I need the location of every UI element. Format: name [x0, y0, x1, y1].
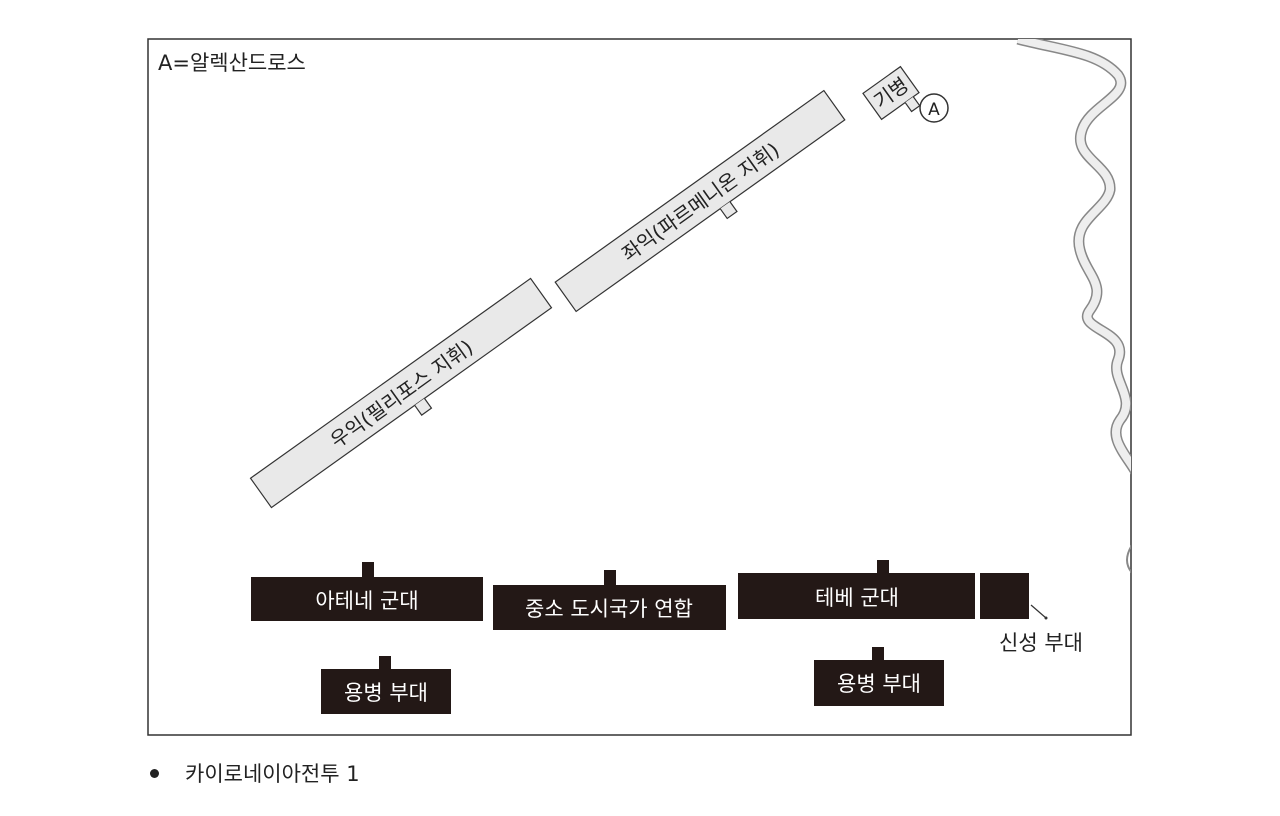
sacred-band-block: 신성 부대: [980, 573, 1083, 655]
thebes-block: 테베 군대: [738, 560, 975, 619]
alexander-marker-label: A: [928, 100, 940, 120]
small-states-label: 중소 도시국가 연합: [525, 597, 693, 621]
bullet-icon: [150, 768, 159, 778]
alexander-marker: A: [919, 93, 949, 123]
caption-text: 카이로네이아전투 1: [185, 762, 360, 786]
legend-text: A=알렉산드로스: [158, 51, 306, 75]
mercenaries-right-label: 용병 부대: [837, 672, 921, 696]
athens-block: 아테네 군대: [251, 562, 483, 621]
mercenaries-left-block: 용병 부대: [321, 656, 451, 714]
mercenaries-left-label: 용병 부대: [344, 681, 428, 705]
thebes-label: 테베 군대: [815, 586, 899, 610]
river: [1016, 39, 1131, 574]
mercenaries-right-block: 용병 부대: [814, 647, 944, 706]
athens-label: 아테네 군대: [315, 589, 418, 613]
sacred-band-label: 신성 부대: [999, 631, 1083, 655]
small-states-block: 중소 도시국가 연합: [493, 570, 726, 630]
map-frame: [147, 38, 1132, 736]
figure-caption: 카이로네이아전투 1: [150, 757, 360, 789]
